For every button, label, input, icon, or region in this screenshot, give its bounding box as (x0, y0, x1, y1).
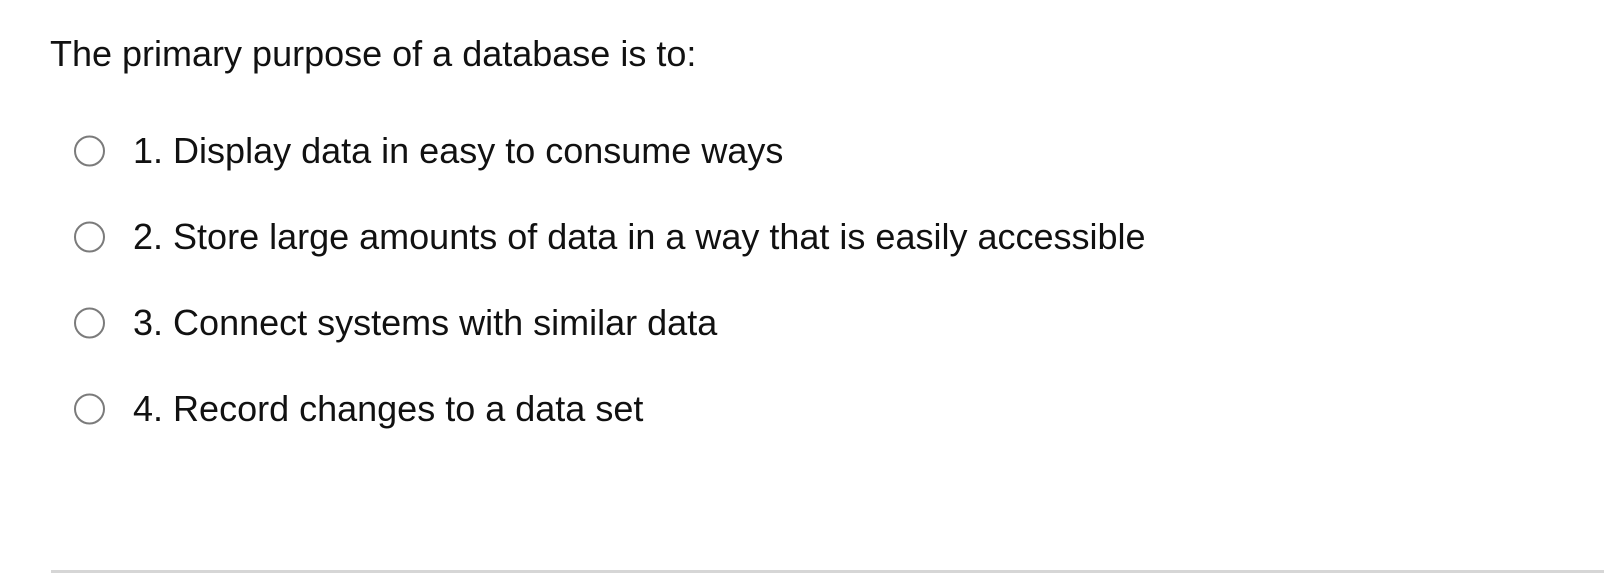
option-row-1[interactable]: 1. Display data in easy to consume ways (0, 108, 1604, 194)
option-text-4: 4. Record changes to a data set (133, 387, 643, 431)
option-row-2[interactable]: 2. Store large amounts of data in a way … (0, 194, 1604, 280)
radio-button-option-4[interactable] (74, 393, 105, 425)
option-number-1: 1. (133, 130, 164, 171)
option-text-3: 3. Connect systems with similar data (133, 301, 717, 345)
option-number-2: 2. (133, 216, 164, 257)
option-label-3: Connect systems with similar data (173, 302, 718, 343)
radio-button-option-3[interactable] (74, 307, 105, 339)
option-row-3[interactable]: 3. Connect systems with similar data (0, 280, 1604, 366)
option-number-4: 4. (133, 388, 164, 429)
option-label-1: Display data in easy to consume ways (173, 130, 784, 171)
option-label-2: Store large amounts of data in a way tha… (173, 216, 1146, 257)
option-label-4: Record changes to a data set (173, 388, 644, 429)
option-number-3: 3. (133, 302, 164, 343)
question-prompt: The primary purpose of a database is to: (50, 33, 697, 74)
bottom-divider (51, 570, 1604, 573)
radio-button-option-2[interactable] (74, 221, 105, 253)
option-text-1: 1. Display data in easy to consume ways (133, 129, 783, 173)
option-row-4[interactable]: 4. Record changes to a data set (0, 366, 1604, 452)
options-list: 1. Display data in easy to consume ways … (0, 108, 1604, 452)
option-text-2: 2. Store large amounts of data in a way … (133, 215, 1146, 259)
radio-button-option-1[interactable] (74, 135, 105, 167)
